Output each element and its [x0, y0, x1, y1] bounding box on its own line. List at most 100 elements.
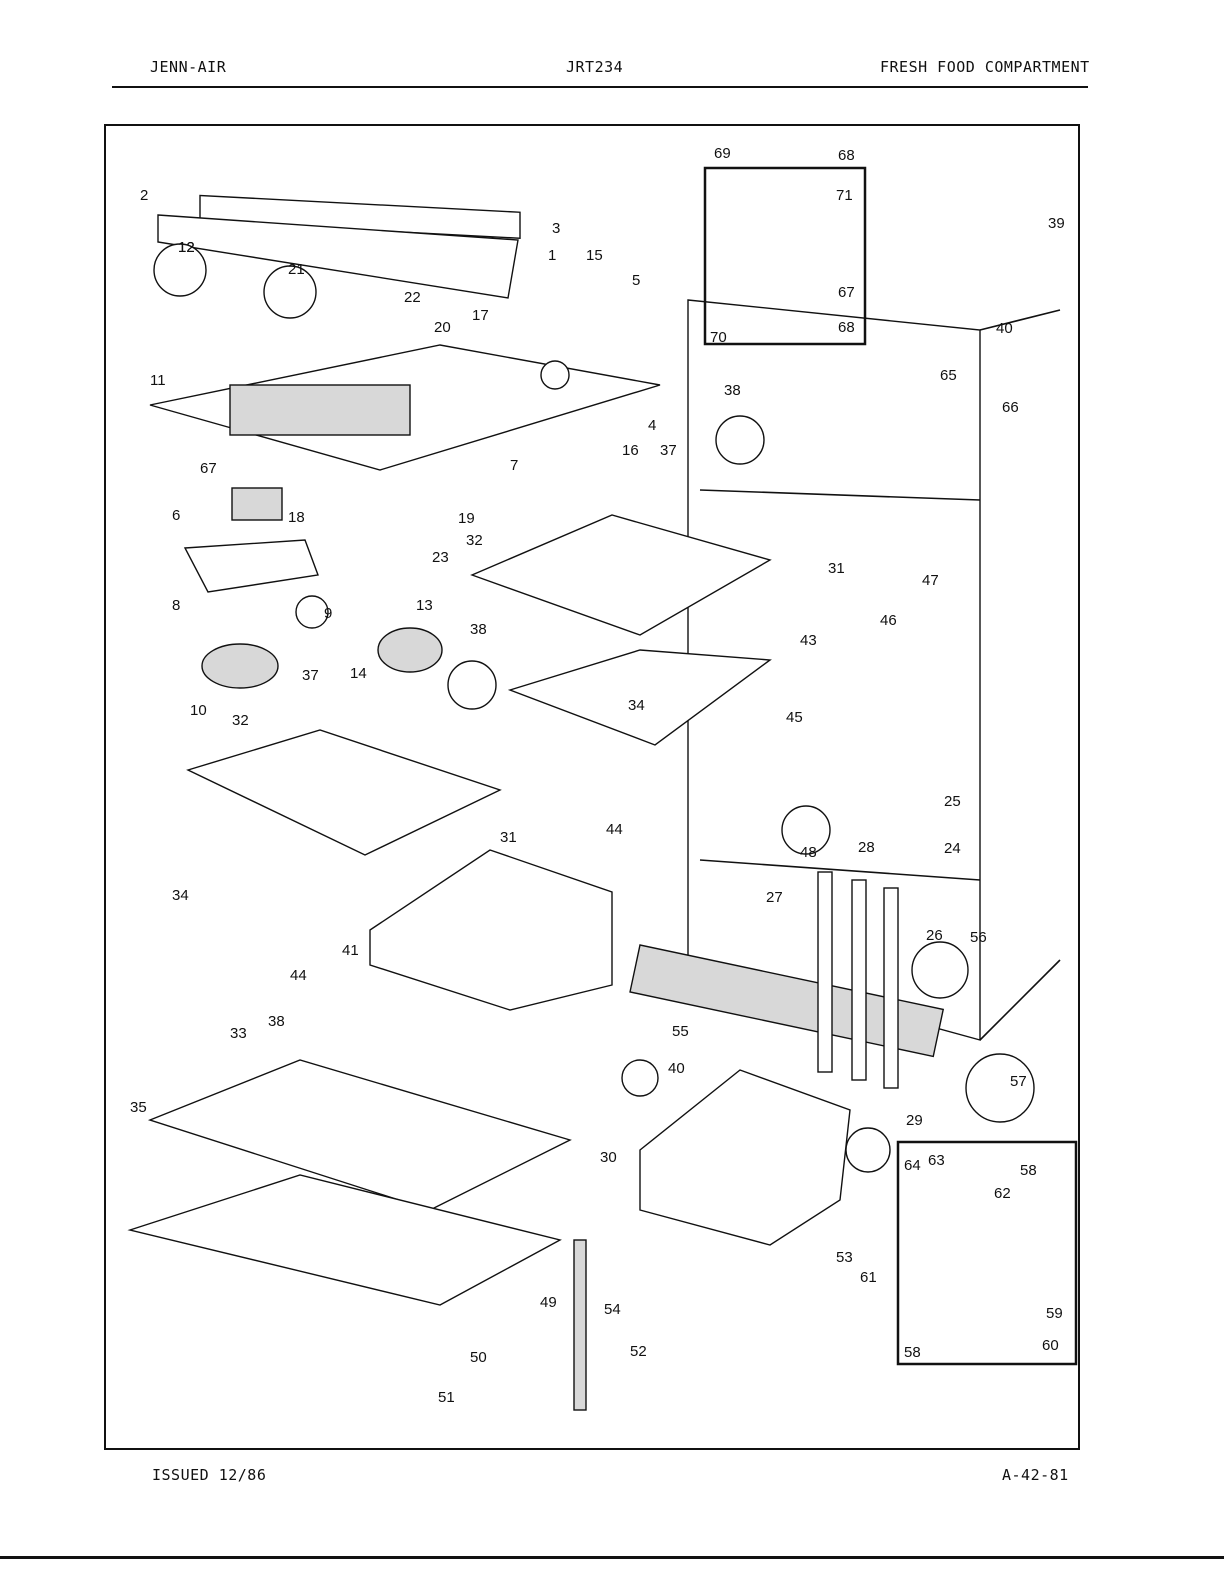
callout-31-alt: 31 — [500, 829, 517, 846]
callout-24: 24 — [944, 840, 961, 857]
callout-60: 60 — [1042, 1337, 1059, 1354]
callout-10: 10 — [190, 702, 207, 719]
callout-21: 21 — [288, 261, 305, 278]
knob-drawing — [377, 627, 443, 673]
detail-circle-57 — [965, 1053, 1035, 1123]
footer-page-code: A-42-81 — [1002, 1466, 1069, 1484]
crisper-small-drawing — [369, 849, 613, 1011]
cabinet-liner-drawing — [687, 299, 1061, 1041]
callout-26: 26 — [926, 927, 943, 944]
detail-circle-48 — [781, 805, 831, 855]
crisper-large-drawing — [639, 1069, 851, 1246]
callout-15: 15 — [586, 247, 603, 264]
callout-32: 32 — [466, 532, 483, 549]
callout-43: 43 — [800, 632, 817, 649]
callout-34: 34 — [628, 697, 645, 714]
callout-67: 67 — [838, 284, 855, 301]
control-housing-drawing — [149, 194, 661, 471]
callout-11: 11 — [150, 372, 166, 389]
callout-7: 7 — [510, 457, 518, 474]
callout-56: 56 — [970, 929, 987, 946]
callout-12-alt: 12 — [178, 239, 195, 256]
shelf-ladder-28 — [851, 879, 867, 1081]
callout-16: 16 — [622, 442, 639, 459]
callout-59: 59 — [1046, 1305, 1063, 1322]
callout-35: 35 — [130, 1099, 147, 1116]
callout-38: 38 — [724, 382, 741, 399]
rod-drawing-52 — [573, 1239, 587, 1411]
detail-circle-40 — [621, 1059, 659, 1097]
callout-31: 31 — [828, 560, 845, 577]
callout-25: 25 — [944, 793, 961, 810]
callout-50: 50 — [470, 1349, 487, 1366]
callout-45: 45 — [786, 709, 803, 726]
callout-40-alt: 40 — [668, 1060, 685, 1077]
callout-9: 9 — [324, 605, 332, 622]
callout-44-alt: 44 — [290, 967, 307, 984]
callout-40: 40 — [996, 320, 1013, 337]
callout-8: 8 — [172, 597, 180, 614]
callout-28: 28 — [858, 839, 875, 856]
callout-18: 18 — [288, 509, 305, 526]
callout-58: 58 — [1020, 1162, 1037, 1179]
callout-71: 71 — [836, 187, 853, 204]
header-rule — [112, 86, 1088, 88]
middle-shelf-drawing — [186, 729, 502, 856]
callout-61: 61 — [860, 1269, 877, 1286]
dial-knob-drawing — [201, 643, 279, 689]
callout-51: 51 — [438, 1389, 455, 1406]
header-section-title: FRESH FOOD COMPARTMENT — [880, 58, 1090, 76]
callout-52: 52 — [630, 1343, 647, 1360]
callout-17: 17 — [472, 307, 489, 324]
diagram-frame — [104, 124, 1080, 1450]
header-model: JRT234 — [566, 58, 624, 76]
callout-20: 20 — [434, 319, 451, 336]
callout-65: 65 — [940, 367, 957, 384]
callout-38-alt: 38 — [470, 621, 487, 638]
detail-circle-9 — [295, 595, 329, 629]
callout-54: 54 — [604, 1301, 621, 1318]
callout-39: 39 — [1048, 215, 1065, 232]
callout-27: 27 — [766, 889, 783, 906]
detail-circle-12 — [153, 243, 207, 297]
shelf-ladder-26 — [883, 887, 899, 1089]
light-housing-drawing — [183, 539, 319, 593]
callout-68: 68 — [838, 319, 855, 336]
callout-2: 2 — [140, 187, 148, 204]
callout-47: 47 — [922, 572, 939, 589]
callout-22: 22 — [404, 289, 421, 306]
callout-44: 44 — [606, 821, 623, 838]
meat-pan-drawing — [507, 649, 772, 746]
callout-58-alt: 58 — [904, 1344, 921, 1361]
detail-circle-21 — [263, 265, 317, 319]
callout-12: 12 — [178, 239, 195, 256]
crisper-cover-drawing — [127, 1174, 562, 1306]
callout-37-alt: 37 — [302, 667, 319, 684]
bottom-rule — [0, 1556, 1224, 1559]
detail-circle-38-upper — [715, 415, 765, 465]
callout-14: 14 — [350, 665, 367, 682]
callout-38-alt: 38 — [268, 1013, 285, 1030]
inset-box-door-parts — [703, 166, 867, 346]
callout-49: 49 — [540, 1294, 557, 1311]
callout-55: 55 — [672, 1023, 689, 1040]
callout-19: 19 — [458, 510, 475, 527]
callout-1: 1 — [548, 247, 556, 264]
callout-66: 66 — [1002, 399, 1019, 416]
callout-4: 4 — [648, 417, 656, 434]
callout-3: 3 — [552, 220, 560, 237]
callout-23: 23 — [432, 549, 449, 566]
callout-33: 33 — [230, 1025, 247, 1042]
upper-shelf-drawing — [470, 514, 772, 636]
detail-circle-38-lower — [447, 660, 497, 710]
detail-circle-29 — [845, 1127, 891, 1173]
callout-30: 30 — [600, 1149, 617, 1166]
thermostat-drawing — [231, 487, 283, 521]
callout-69: 69 — [714, 145, 731, 162]
callout-67-alt: 67 — [200, 460, 217, 477]
callout-41: 41 — [342, 942, 359, 959]
callout-63: 63 — [928, 1152, 945, 1169]
lower-shelf-drawing — [147, 1059, 572, 1211]
